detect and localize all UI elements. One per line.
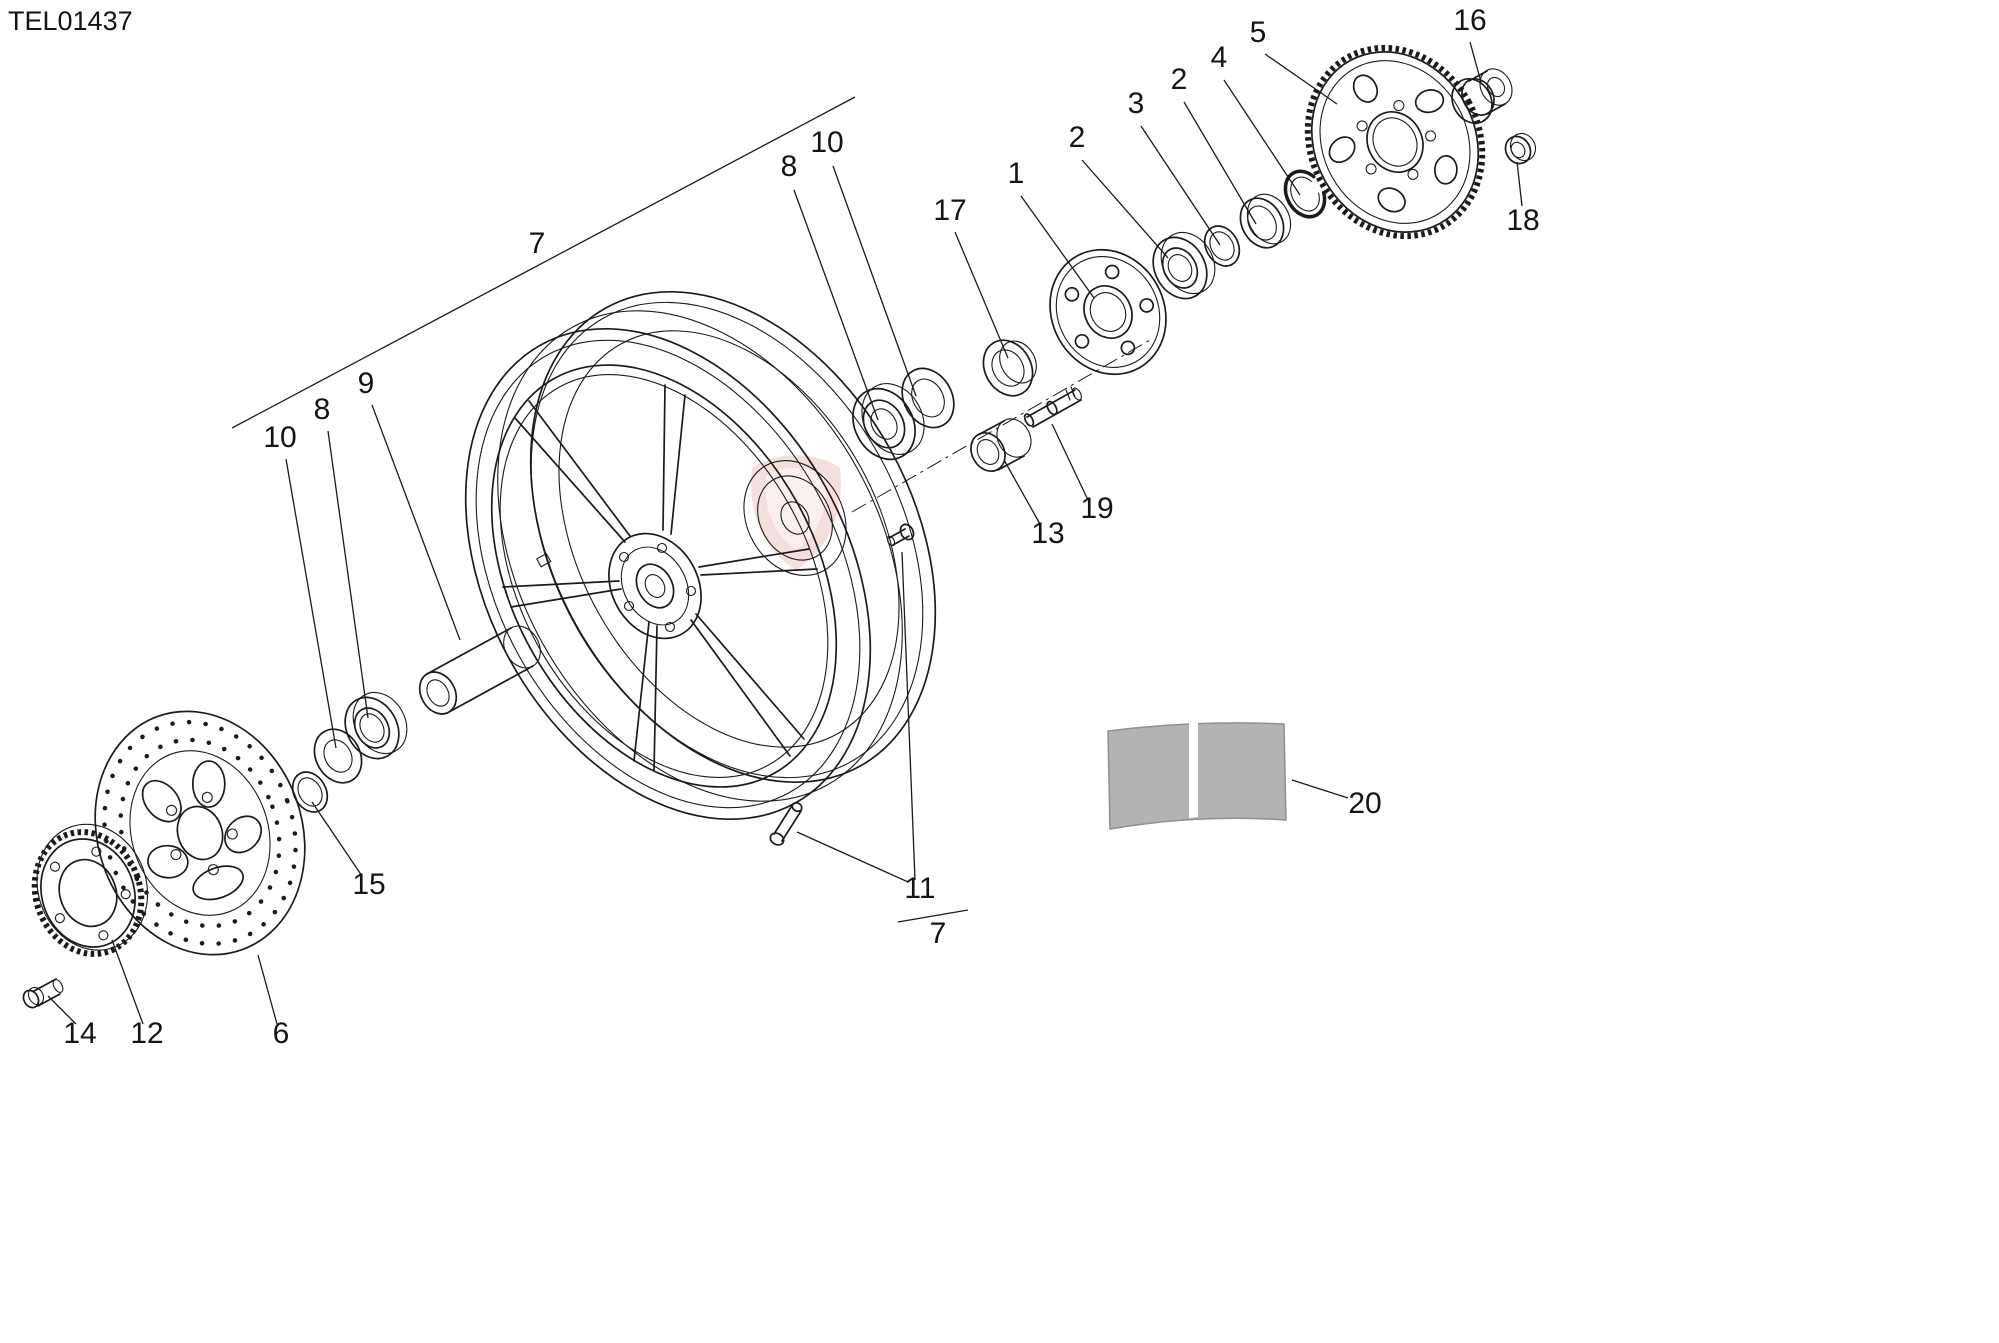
callout-2a: 2 <box>1069 121 1086 154</box>
manual-box-spine <box>1189 722 1198 818</box>
leader-6 <box>257 954 278 1025</box>
callout-7-lower: 7 <box>930 917 947 950</box>
hub-cush-drive-housing <box>743 460 847 576</box>
callout-1: 1 <box>1008 157 1025 190</box>
leader-11-screw <box>901 551 916 881</box>
leader-10-left <box>285 458 337 749</box>
leader-1 <box>1020 195 1095 299</box>
rear-wheel-rim <box>464 290 937 821</box>
leader-8-right <box>793 189 879 421</box>
leader-12 <box>111 939 144 1025</box>
leader-19 <box>1051 423 1089 501</box>
bush-16 <box>1451 68 1513 124</box>
leader-2b <box>1183 101 1257 225</box>
rear-wheel-spokes <box>502 384 818 772</box>
page-code: TEL01437 <box>8 6 133 36</box>
callout-2b: 2 <box>1171 63 1188 96</box>
manual-box-20 <box>1107 722 1287 830</box>
leader-7-lower <box>897 909 969 923</box>
leader-2a <box>1081 159 1169 259</box>
leader-18 <box>1516 161 1523 207</box>
bearing-8-right <box>852 383 925 461</box>
ring-3 <box>1239 193 1292 249</box>
bearing-8-left <box>344 691 408 760</box>
leader-9 <box>371 404 461 641</box>
nut-18 <box>1504 132 1537 165</box>
circlip-4 <box>1283 169 1327 219</box>
callout-labels: 7 8 10 17 1 2 3 2 4 5 16 18 9 8 10 19 13… <box>63 4 1539 1050</box>
seal-10-left <box>313 728 363 784</box>
callout-12: 12 <box>130 1017 163 1050</box>
leader-4 <box>1223 79 1301 196</box>
socket-screw-11 <box>886 523 915 547</box>
bush-13 <box>970 418 1032 472</box>
callout-6: 6 <box>273 1017 290 1050</box>
callout-10-right: 10 <box>810 126 843 159</box>
leader-14 <box>47 995 77 1025</box>
leader-lines <box>47 41 1523 1025</box>
rear-wheel-hub <box>608 532 702 640</box>
leader-16 <box>1469 41 1482 83</box>
seal-10-right <box>901 367 955 429</box>
leader-17 <box>954 231 1009 359</box>
callout-13: 13 <box>1031 517 1064 550</box>
leader-7-rim <box>231 96 856 429</box>
callout-8-right: 8 <box>781 150 798 183</box>
callout-16: 16 <box>1453 4 1486 37</box>
bolt-14 <box>22 978 64 1009</box>
leader-10-right <box>832 165 917 397</box>
callout-7-rim-upper: 7 <box>529 227 546 260</box>
callout-3: 3 <box>1128 87 1145 120</box>
leader-20 <box>1291 779 1349 799</box>
leader-13 <box>1003 459 1041 525</box>
abs-phonic-ring-12 <box>31 823 149 957</box>
adjuster-pin-19 <box>1023 386 1082 428</box>
callout-14: 14 <box>63 1017 96 1050</box>
sprocket-flange-1 <box>1049 248 1167 376</box>
callout-9: 9 <box>358 367 375 400</box>
callout-18: 18 <box>1506 204 1539 237</box>
leader-11-valve <box>796 831 909 883</box>
leader-8-left <box>327 430 369 719</box>
leader-15 <box>311 801 363 877</box>
callout-17: 17 <box>933 194 966 227</box>
callout-4: 4 <box>1211 41 1228 74</box>
callout-15: 15 <box>352 868 385 901</box>
leader-5 <box>1264 53 1338 105</box>
spacer-2b <box>1203 225 1241 267</box>
callout-11: 11 <box>904 872 935 905</box>
callout-8-left: 8 <box>314 393 331 426</box>
callout-19: 19 <box>1080 492 1113 525</box>
spacer-17 <box>982 339 1037 397</box>
bearing-2a <box>1152 231 1216 300</box>
tire-valve-11 <box>769 801 803 846</box>
rim-balance-marker <box>536 553 552 568</box>
chain-sprocket-5 <box>1304 44 1486 240</box>
callout-10-left: 10 <box>263 421 296 454</box>
callout-20: 20 <box>1348 787 1381 820</box>
brake-disc-6 <box>94 710 306 956</box>
callout-5: 5 <box>1250 16 1267 49</box>
leader-3 <box>1140 125 1221 246</box>
spacer-tube-9 <box>418 625 541 715</box>
